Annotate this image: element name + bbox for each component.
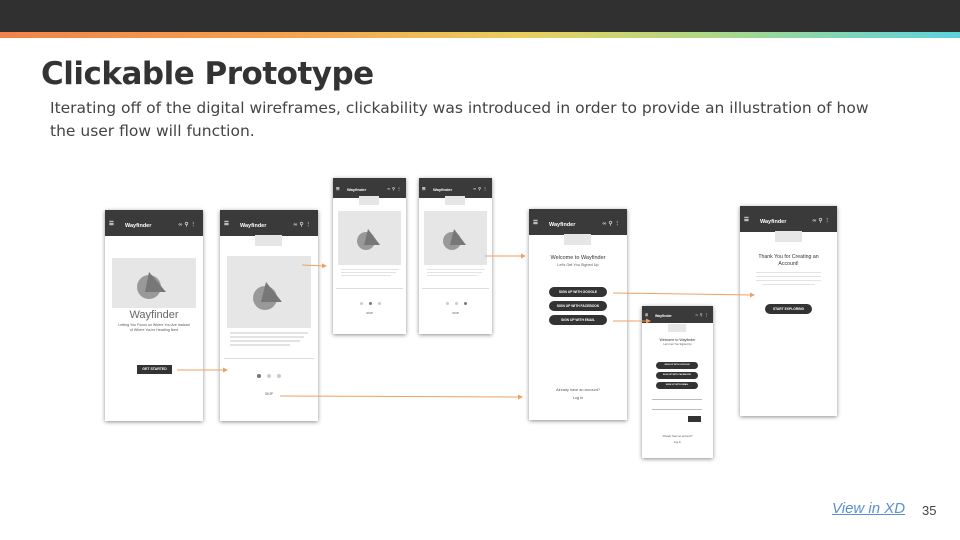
skip-link[interactable]: SKIP [265,392,273,396]
app-bar: ☰ Wayfinder ∞⚲⋮ [529,215,627,235]
page-number: 35 [922,503,937,518]
menu-icon[interactable]: ☰ [645,313,649,317]
action-icons[interactable]: ∞⚲⋮ [812,218,832,224]
slide-title: Clickable Prototype [41,56,374,92]
menu-icon[interactable]: ☰ [336,186,340,191]
action-icons[interactable]: ∞⚲⋮ [473,186,489,191]
skip-link[interactable]: SKIP [366,311,373,315]
signup-subheading: Let's Get You Signed Up [663,343,692,346]
flow-arrow [279,394,523,400]
skip-link[interactable]: SKIP [452,311,459,315]
logo-placeholder [668,324,686,332]
menu-icon[interactable]: ☰ [224,221,229,227]
signup-subheading: Let's Get You Signed Up [557,263,599,267]
view-in-xd-link[interactable]: View in XD [832,500,906,517]
email-signup-button[interactable]: SIGN UP WITH EMAIL [656,382,698,389]
screen-thank-you: ☰ Wayfinder ∞⚲⋮ Thank You for Creating a… [740,206,837,416]
app-bar: ☰ Wayfinder ∞⚲⋮ [333,182,406,198]
login-link[interactable]: Log In [572,396,584,400]
splash-app-name: Wayfinder [129,309,179,321]
next-button[interactable] [688,416,701,422]
signup-heading: Welcome to Wayfinder [550,255,606,261]
screen-email-signup: ☰ Wayfinder ∞⚲⋮ Welcome to Wayfinder Let… [642,306,713,458]
action-icons[interactable]: ∞⚲⋮ [178,222,198,228]
menu-icon[interactable]: ☰ [109,221,114,227]
flow-arrow [612,292,755,298]
pager-dots[interactable] [254,365,284,383]
pager-dots[interactable] [443,292,470,310]
slide-description: Iterating off of the digital wireframes,… [50,99,869,140]
flow-arrow [301,263,327,269]
splash-tagline: Letting You Focus on Where You Are Inste… [118,323,190,332]
password-field[interactable] [652,409,702,410]
image-placeholder [424,211,487,265]
login-link[interactable]: Log In [673,441,682,444]
logo-placeholder [775,231,802,242]
screen-onboarding-3: ☰ Wayfinder ∞⚲⋮ SKIP [419,178,492,334]
logo-placeholder [564,234,591,245]
action-icons[interactable]: ∞⚲⋮ [602,221,622,227]
email-field[interactable] [652,399,702,400]
action-icons[interactable]: ∞⚲⋮ [387,186,403,191]
pager-dots[interactable] [357,292,384,310]
facebook-signup-button[interactable]: SIGN UP WITH FACEBOOK [656,372,698,379]
screen-onboarding-2: ☰ Wayfinder ∞⚲⋮ SKIP [333,178,406,334]
logo-placeholder [255,235,282,246]
facebook-signup-button[interactable]: SIGN UP WITH FACEBOOK [549,301,607,311]
top-bar [0,0,960,32]
image-placeholder [227,256,311,328]
app-bar: ☰ Wayfinder ∞⚲⋮ [220,216,318,236]
image-placeholder [112,258,196,308]
app-bar: ☰ Wayfinder ∞⚲⋮ [105,216,203,236]
account-prompt: Already have an account? [662,435,693,438]
screen-onboarding-1: ☰ Wayfinder ∞⚲⋮ SKIP [220,210,318,421]
get-started-button[interactable]: GET STARTED [137,365,172,374]
menu-icon[interactable]: ☰ [422,186,426,191]
app-bar: ☰ Wayfinder ∞⚲⋮ [642,310,713,323]
account-prompt: Already have an account? [556,388,600,392]
google-signup-button[interactable]: SIGN UP WITH GOOGLE [656,362,698,369]
google-signup-button[interactable]: SIGN UP WITH GOOGLE [549,287,607,297]
logo-placeholder [359,196,379,205]
action-icons[interactable]: ∞⚲⋮ [695,313,710,317]
app-bar: ☰ Wayfinder ∞⚲⋮ [740,212,837,232]
menu-icon[interactable]: ☰ [533,220,538,226]
action-icons[interactable]: ∞⚲⋮ [293,222,313,228]
thank-you-heading: Thank You for Creating an Account! [758,254,819,267]
start-exploring-button[interactable]: START EXPLORING [765,304,812,314]
color-stripe [0,32,960,38]
screen-signup: ☰ Wayfinder ∞⚲⋮ Welcome to Wayfinder Let… [529,209,627,420]
app-bar: ☰ Wayfinder ∞⚲⋮ [419,182,492,198]
screen-splash: ☰ Wayfinder ∞⚲⋮ Wayfinder Letting You Fo… [105,210,203,421]
menu-icon[interactable]: ☰ [744,217,749,223]
email-signup-button[interactable]: SIGN UP WITH EMAIL [549,315,607,325]
signup-heading: Welcome to Wayfinder [659,338,696,342]
logo-placeholder [445,196,465,205]
image-placeholder [338,211,401,265]
